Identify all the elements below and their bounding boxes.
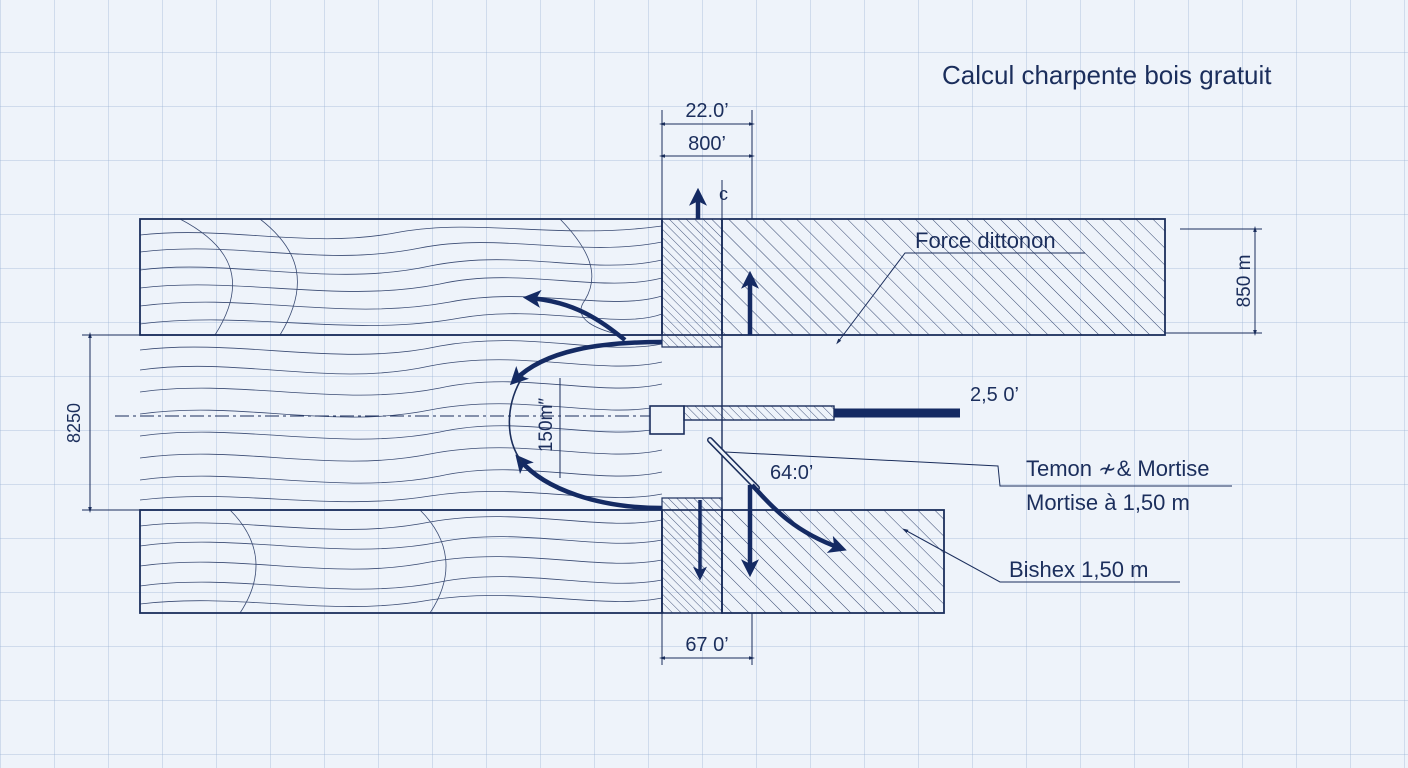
bishex-label: Bishex 1,50 m (1009, 557, 1148, 582)
diagram-title: Calcul charpente bois gratuit (942, 60, 1272, 90)
pin (649, 405, 960, 435)
dim-bottom: 67 0’ (685, 634, 728, 656)
dim-right-height: 850 m (1234, 255, 1255, 308)
arrow-curve-right (750, 483, 847, 553)
arrow-curve-lower (515, 454, 663, 511)
arrow-label-c: c (719, 184, 728, 204)
mortise-label: Mortise à 1,50 m (1026, 490, 1190, 515)
inner-arc (508, 375, 524, 463)
dim-top-1: 22.0’ (685, 100, 728, 122)
force-label: Force dittonon (915, 228, 1056, 253)
dimension-lines (82, 110, 1262, 665)
middle-beam (140, 334, 662, 511)
top-beam (139, 218, 1166, 336)
mortise-post (661, 218, 723, 614)
dim-inner-height: 150m″ (536, 398, 557, 453)
dim-diagonal: 64:0’ (770, 462, 813, 484)
arrow-curve-top (522, 289, 627, 342)
diagonal-brace (707, 437, 760, 491)
dim-left-height: 8250 (64, 403, 84, 443)
bottom-beam (139, 509, 945, 614)
force-arrows (509, 187, 847, 581)
dim-top-2: 800’ (688, 133, 726, 155)
leader-lines (724, 252, 1232, 583)
tenon-label: Temon ≁& Mortise (1026, 456, 1210, 481)
arrow-curve-upper (509, 339, 663, 386)
dim-pin-length: 2,5 0’ (970, 384, 1019, 406)
